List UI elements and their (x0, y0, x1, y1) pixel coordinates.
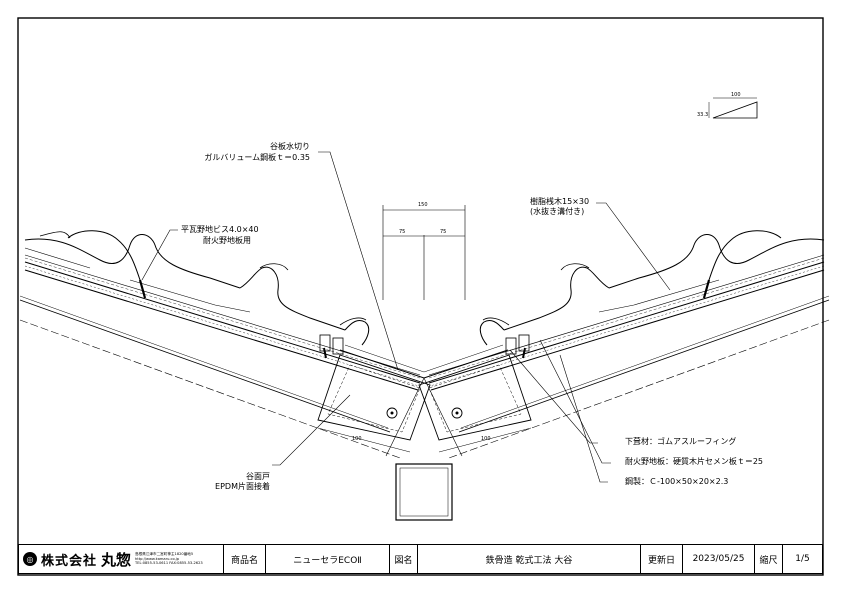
dim-purlin-right: 100 (481, 436, 491, 442)
leader-lines (141, 151, 671, 483)
left-roof-assembly (19, 230, 431, 459)
dim-slope-rise: 33.3 (697, 112, 709, 118)
title-block: ◎ 株式会社 丸惣 島根県江津市二宮町神主1820番地5 http://www.… (18, 544, 823, 574)
slope-indicator (708, 97, 758, 119)
product-label: 商品名 (224, 545, 266, 573)
updated-label: 更新日 (641, 545, 683, 573)
valley-flashing-label-2: ガルバリューム鋼板ｔ＝0.35 (204, 153, 310, 162)
company-brand: 丸惣 (101, 550, 132, 569)
drawing-label: 図名 (390, 545, 418, 573)
right-roof-assembly (418, 230, 830, 459)
dim-purlin-left: 100 (352, 436, 362, 442)
dim-slope-run: 100 (731, 92, 741, 98)
sheathing-label: 耐火野地板：硬質木片セメン板ｔ＝25 (625, 457, 764, 466)
batten-label-1: 樹脂桟木15×30 (530, 197, 590, 206)
dim-top-left: 75 (399, 229, 406, 235)
valley-flashing-label-1: 谷板水切り (270, 142, 310, 151)
company-logo-icon: ◎ (23, 552, 37, 566)
top-dimensions (382, 205, 466, 300)
screw-label-1: 平瓦野地ビス4.0×40 (181, 225, 259, 234)
company-web: http://www.kamaru.co.jp (135, 556, 180, 561)
scale-value: 1/5 (795, 554, 810, 564)
valley-face-label-1: 谷面戸 (246, 472, 270, 481)
dim-top-total: 150 (418, 202, 428, 208)
product-value: ニューセラECOⅡ (266, 545, 390, 573)
drawing-value: 鉄骨造 乾式工法 大谷 (418, 545, 641, 573)
dim-top-right: 75 (440, 229, 447, 235)
company-tel: TEL:0855-53-0611 FAX:0855-53-2623 (135, 561, 203, 566)
underlay-label: 下葺材：ゴムアスルーフィング (625, 437, 737, 446)
company-address: 島根県江津市二宮町神主1820番地5 (135, 552, 194, 557)
company-info: 島根県江津市二宮町神主1820番地5 http://www.kamaru.co.… (135, 552, 203, 566)
sheet-border (17, 17, 824, 576)
steel-purlin-label: 鋼製：Ｃ-100×50×20×2.3 (625, 477, 729, 486)
updated-value: 2023/05/25 (683, 545, 755, 573)
company-name: 株式会社 (41, 553, 98, 569)
scale-label: 縮尺 (755, 545, 783, 573)
screw-label-2: 耐火野地板用 (203, 236, 251, 245)
valley-support (385, 377, 463, 521)
company-cell: ◎ 株式会社 丸惣 島根県江津市二宮町神主1820番地5 http://www.… (19, 545, 224, 573)
valley-face-label-2: EPDM片面接着 (215, 482, 270, 491)
batten-label-2: (水抜き溝付き) (530, 207, 585, 216)
